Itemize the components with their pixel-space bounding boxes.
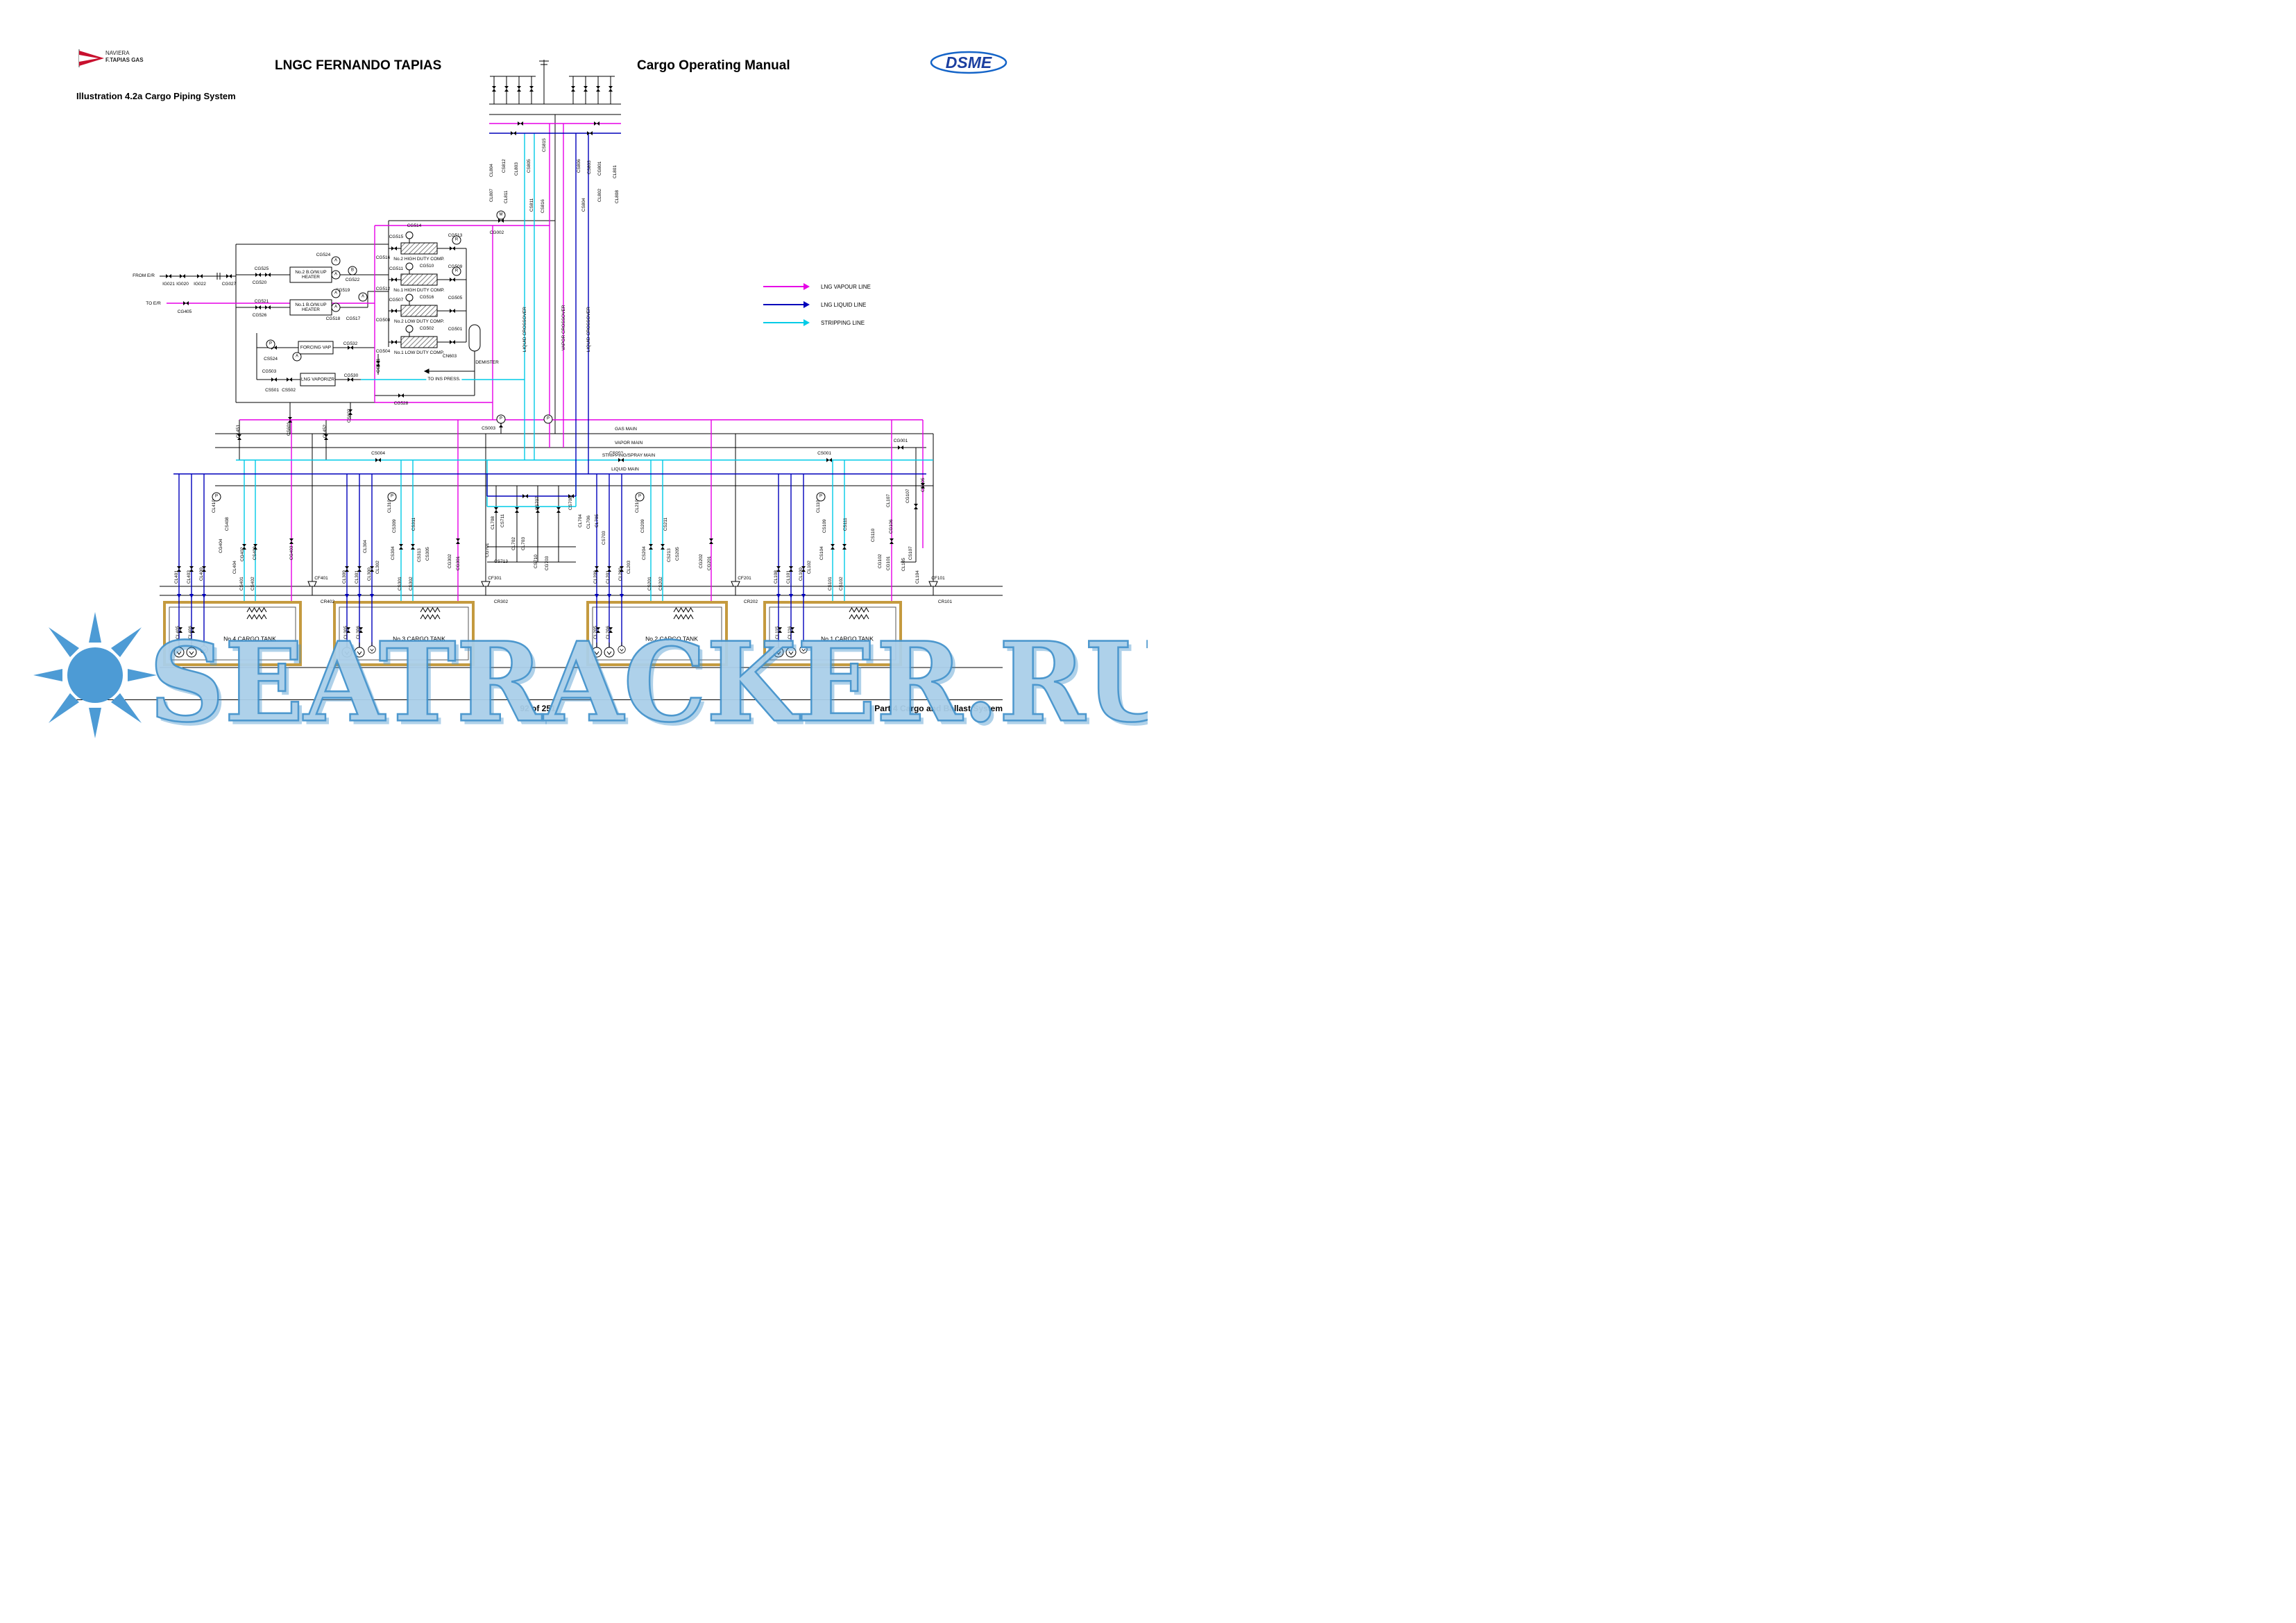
legend-item: LNG VAPOUR LINE: [763, 278, 871, 296]
liquid-piping: [173, 133, 926, 652]
footer-section: Part 4 Cargo and Ballast System: [874, 704, 1003, 713]
page-number: 92 of 251: [520, 704, 556, 713]
company-name: NAVIERA F.TAPIAS GAS: [105, 50, 144, 65]
valves: [166, 86, 925, 633]
line-legend: LNG VAPOUR LINE LNG LIQUID LINE STRIPPING …: [763, 278, 871, 332]
vapour-piping: [167, 123, 924, 602]
illustration-title: Illustration 4.2a Cargo Piping System: [76, 91, 236, 101]
heater-no1-boiloff-warmup: [289, 299, 332, 316]
legend-arrow-icon: [803, 319, 810, 326]
black-piping: [160, 60, 1003, 668]
manual-title: Cargo Operating Manual: [637, 58, 790, 73]
lng-vaporizer: [300, 373, 336, 386]
hd-compressor-no2: [400, 231, 438, 255]
ins-press-arrow: [423, 368, 430, 374]
heater-no2-boiloff-warmup: [289, 266, 332, 283]
legend-label: LNG VAPOUR LINE: [821, 283, 871, 290]
ship-name: LNGC FERNANDO TAPIAS: [275, 58, 442, 73]
dsme-logo-icon: DSME: [930, 51, 1007, 74]
naviera-flag-logo: [78, 49, 105, 71]
manual-page: NAVIERA F.TAPIAS GAS LNGC FERNANDO TAPIA…: [0, 0, 1148, 811]
equipment: [289, 231, 481, 386]
legend-line: [763, 304, 803, 305]
legend-arrow-icon: [803, 301, 810, 308]
stripping-piping: [236, 133, 933, 602]
watermark-text: SEATRACKER.RU: [148, 618, 1148, 747]
legend-item: LNG LIQUID LINE: [763, 296, 871, 314]
ld-compressor-no1: [400, 325, 438, 348]
piping-diagram: [160, 60, 1003, 668]
company-line2: F.TAPIAS GAS: [105, 57, 144, 64]
ld-compressor-no2: [400, 294, 438, 317]
legend-item: STRIPPING LINE: [763, 314, 871, 332]
legend-line: [763, 286, 803, 287]
builder-logo-text: DSME: [946, 53, 992, 71]
hd-compressor-no1: [400, 262, 438, 286]
builder-logo: DSME: [930, 50, 1007, 78]
company-line1: NAVIERA: [105, 50, 130, 56]
sun-icon: [33, 612, 157, 738]
legend-line: [763, 322, 803, 323]
legend-label: STRIPPING LINE: [821, 319, 865, 326]
forcing-vaporizer: [298, 341, 334, 355]
flag-icon: [78, 49, 104, 67]
tank-no2: [586, 601, 728, 666]
footer-rule: [76, 699, 1003, 700]
legend-arrow-icon: [803, 283, 810, 290]
demister: [468, 324, 481, 352]
watermark-sun-icon: [29, 602, 161, 745]
legend-label: LNG LIQUID LINE: [821, 301, 867, 308]
